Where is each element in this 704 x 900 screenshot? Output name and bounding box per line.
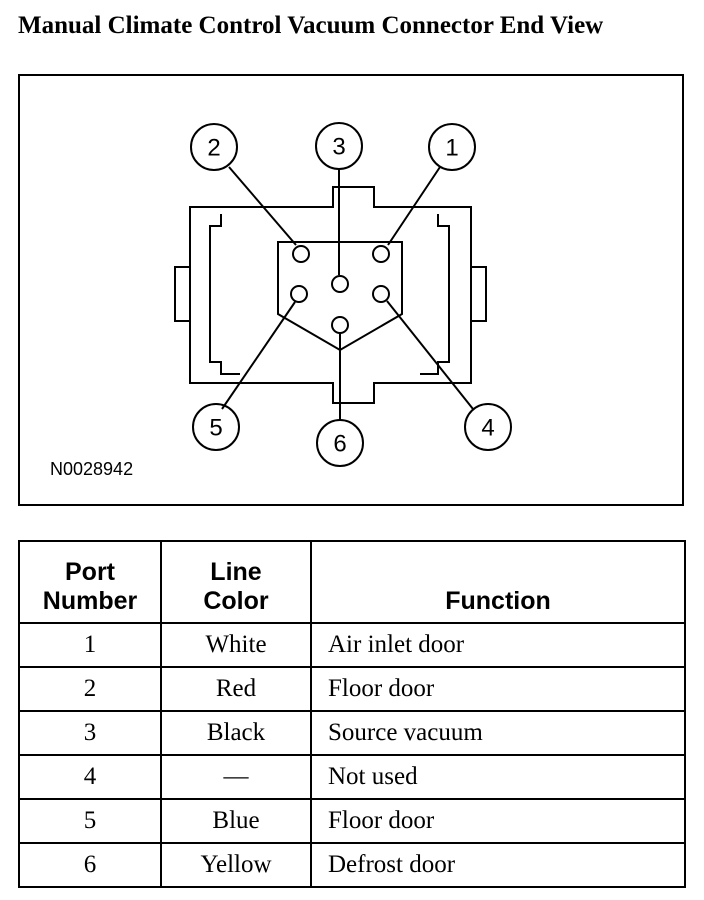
line-color-cell: Yellow	[160, 842, 312, 888]
inner-bracket-left	[209, 214, 240, 375]
table-row: 3 Black Source vacuum	[18, 710, 686, 756]
port-number-cell: 6	[18, 842, 162, 888]
leader-line-5	[221, 301, 296, 410]
port-hole-6	[331, 316, 349, 334]
function-cell: Not used	[310, 754, 686, 800]
port-number-cell: 5	[18, 798, 162, 844]
port-cavity	[277, 241, 403, 352]
callout-label-2: 2	[207, 135, 220, 162]
callout-label-6: 6	[333, 431, 346, 458]
port-number-cell: 4	[18, 754, 162, 800]
function-cell: Floor door	[310, 666, 686, 712]
table-row: 4 — Not used	[18, 754, 686, 800]
function-cell: Floor door	[310, 798, 686, 844]
port-function-table: Port Number Line Color Function 1 White …	[18, 540, 686, 888]
port-hole-4	[372, 285, 390, 303]
callout-label-1: 1	[445, 135, 458, 162]
port-hole-2	[292, 245, 310, 263]
function-cell: Air inlet door	[310, 622, 686, 668]
header-function: Function	[310, 540, 686, 624]
line-color-cell: Blue	[160, 798, 312, 844]
drawing-id: N0028942	[50, 459, 134, 479]
leader-line-2	[228, 166, 297, 246]
latch-left	[174, 266, 190, 322]
port-hole-3	[331, 275, 349, 293]
table-row: 2 Red Floor door	[18, 666, 686, 712]
callout-label-5: 5	[209, 415, 222, 442]
latch-right	[471, 266, 487, 322]
line-color-cell: Red	[160, 666, 312, 712]
line-color-cell: Black	[160, 710, 312, 756]
table-header-row: Port Number Line Color Function	[18, 540, 686, 624]
callout-circle-2	[190, 123, 238, 171]
header-color-line2: Color	[203, 587, 269, 615]
table-row: 6 Yellow Defrost door	[18, 842, 686, 888]
connector-drawing: 2 3 1 5 6 4	[174, 122, 512, 467]
table-row: 1 White Air inlet door	[18, 622, 686, 668]
leader-line-1	[387, 166, 441, 246]
header-port-line2: Number	[42, 587, 138, 615]
header-line-color: Line Color	[160, 540, 312, 624]
callout-label-3: 3	[332, 134, 345, 161]
callout-circle-5	[192, 403, 240, 451]
callout-circle-1	[428, 123, 476, 171]
function-cell: Defrost door	[310, 842, 686, 888]
function-cell: Source vacuum	[310, 710, 686, 756]
line-color-cell: —	[160, 754, 312, 800]
header-color-line1: Line	[210, 558, 262, 586]
page-title: Manual Climate Control Vacuum Connector …	[18, 12, 604, 39]
port-number-cell: 2	[18, 666, 162, 712]
callout-label-4: 4	[481, 415, 494, 442]
leader-line-4	[386, 300, 474, 410]
port-number-cell: 1	[18, 622, 162, 668]
port-hole-5	[290, 285, 308, 303]
callout-circle-3	[315, 122, 363, 170]
table-row: 5 Blue Floor door	[18, 798, 686, 844]
callout-circle-6	[316, 419, 364, 467]
callout-circle-4	[464, 403, 512, 451]
header-port-line1: Port	[65, 558, 115, 586]
connector-diagram: 2 3 1 5 6 4 N0028942	[18, 74, 684, 506]
inner-bracket-right	[420, 214, 450, 375]
header-port-number: Port Number	[18, 540, 162, 624]
port-hole-1	[372, 245, 390, 263]
line-color-cell: White	[160, 622, 312, 668]
connector-housing	[189, 186, 472, 404]
port-number-cell: 3	[18, 710, 162, 756]
